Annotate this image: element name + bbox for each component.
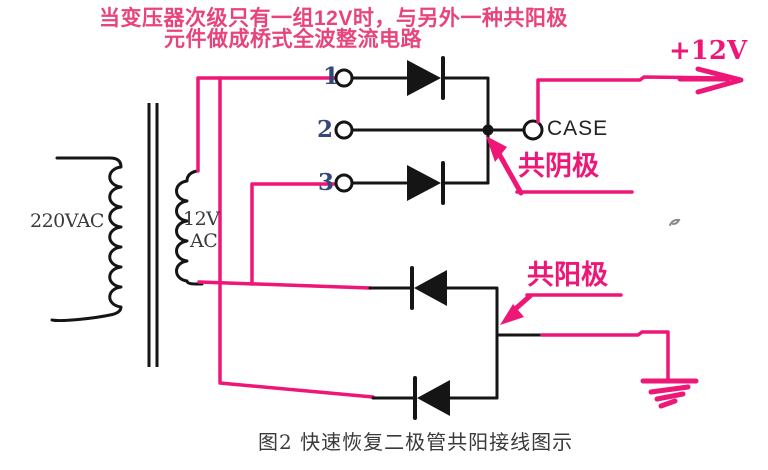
wire-terminal3-feed bbox=[250, 182, 338, 286]
common-anode-label: 共阳极 bbox=[527, 260, 608, 290]
terminal-3-pin bbox=[334, 173, 354, 193]
wire-anode-to-ground bbox=[540, 330, 670, 382]
transformer-core bbox=[147, 103, 159, 367]
case-label: CASE bbox=[547, 117, 609, 140]
transformer bbox=[50, 103, 204, 367]
arrowhead-12v bbox=[677, 66, 744, 95]
common-anode-arrow bbox=[500, 293, 623, 325]
terminal-2-pin bbox=[334, 120, 354, 140]
terminal-2-number: 2 bbox=[317, 116, 334, 143]
figure-caption: 图2 快速恢复二极管共阳接线图示 bbox=[258, 430, 574, 454]
output-12v-label: +12V bbox=[669, 36, 748, 66]
terminal-3-number: 3 bbox=[318, 169, 335, 196]
diode-top-2 bbox=[350, 161, 490, 205]
diode-bottom-1 bbox=[368, 266, 499, 400]
transformer-secondary-winding bbox=[175, 169, 204, 286]
terminal-1-pin bbox=[334, 68, 354, 88]
header-line2: 元件做成桥式全波整流电路 bbox=[164, 28, 422, 51]
secondary-ac-label: AC bbox=[190, 230, 218, 252]
cursor-artifact bbox=[669, 218, 681, 226]
diode-bottom-2 bbox=[371, 376, 499, 420]
terminal-1-number: 1 bbox=[323, 63, 340, 90]
primary-voltage-label: 220VAC bbox=[30, 210, 104, 232]
wire-secondary-top-to-terminal1 bbox=[196, 76, 338, 173]
header-line1: 当变压器次级只有一组12V时，与另外一种共阳极 bbox=[99, 7, 568, 30]
junction-dot bbox=[482, 124, 494, 136]
wire-acnode-a-vertical bbox=[218, 76, 375, 399]
secondary-voltage-label: 12V bbox=[183, 208, 220, 230]
diode-top-1 bbox=[350, 56, 490, 185]
common-cathode-arrow bbox=[486, 136, 634, 196]
wire-acnode-b-horizontal bbox=[197, 280, 372, 290]
wire-case-to-12v-output bbox=[536, 75, 729, 124]
common-cathode-label: 共阴极 bbox=[518, 151, 599, 181]
ground-symbol bbox=[640, 378, 699, 409]
transformer-primary-winding bbox=[50, 156, 123, 322]
case-pin bbox=[522, 119, 544, 141]
